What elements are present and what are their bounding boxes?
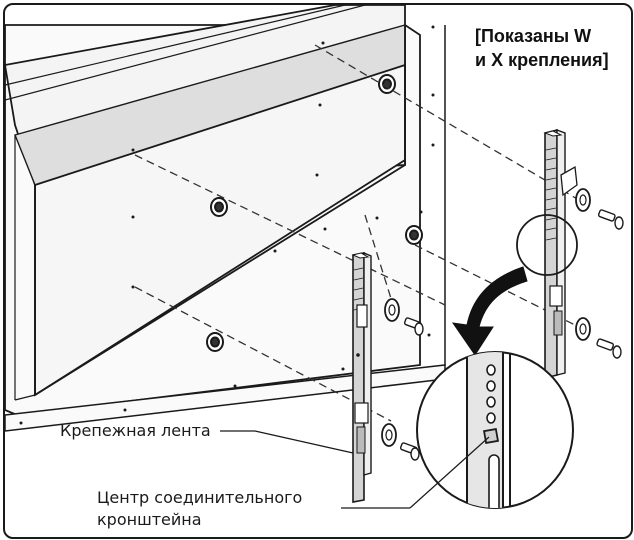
magnifier-circle-icon [416, 351, 574, 509]
diagram-frame: [Показаны W и X крепления] Крепежная лен… [3, 3, 633, 539]
standoff-spacers [206, 74, 423, 352]
spacer-top-right [378, 74, 396, 94]
screw-icon [399, 442, 420, 461]
detail-marker-circle [516, 214, 578, 276]
spacer-bottom-left [206, 332, 224, 352]
fasteners [381, 188, 624, 461]
spacer-mid-left [210, 197, 228, 217]
mounting-strip-label: Крепежная лента [60, 421, 211, 440]
mounting-strip-lower [351, 251, 372, 503]
washer-icon [384, 298, 400, 322]
leader-lines [220, 430, 490, 509]
bracket-center-label-line-2: кронштейна [97, 510, 202, 529]
bracket-center-label-line-1: Центр соединительного [97, 488, 303, 507]
display-body [5, 5, 406, 401]
washer-icon [575, 317, 591, 341]
screw-icon [403, 317, 424, 336]
washer-icon [381, 423, 397, 447]
spacer-mid-right [405, 225, 423, 245]
callout-line-2: и X крепления] [475, 50, 609, 70]
screw-icon [597, 209, 624, 230]
callout-line-1: [Показаны W [475, 26, 592, 46]
curved-arrow-icon [451, 266, 528, 356]
screw-icon [596, 338, 622, 359]
mounting-strip-upper [543, 128, 578, 380]
assembly-illustration [5, 5, 624, 509]
washer-icon [575, 188, 591, 212]
